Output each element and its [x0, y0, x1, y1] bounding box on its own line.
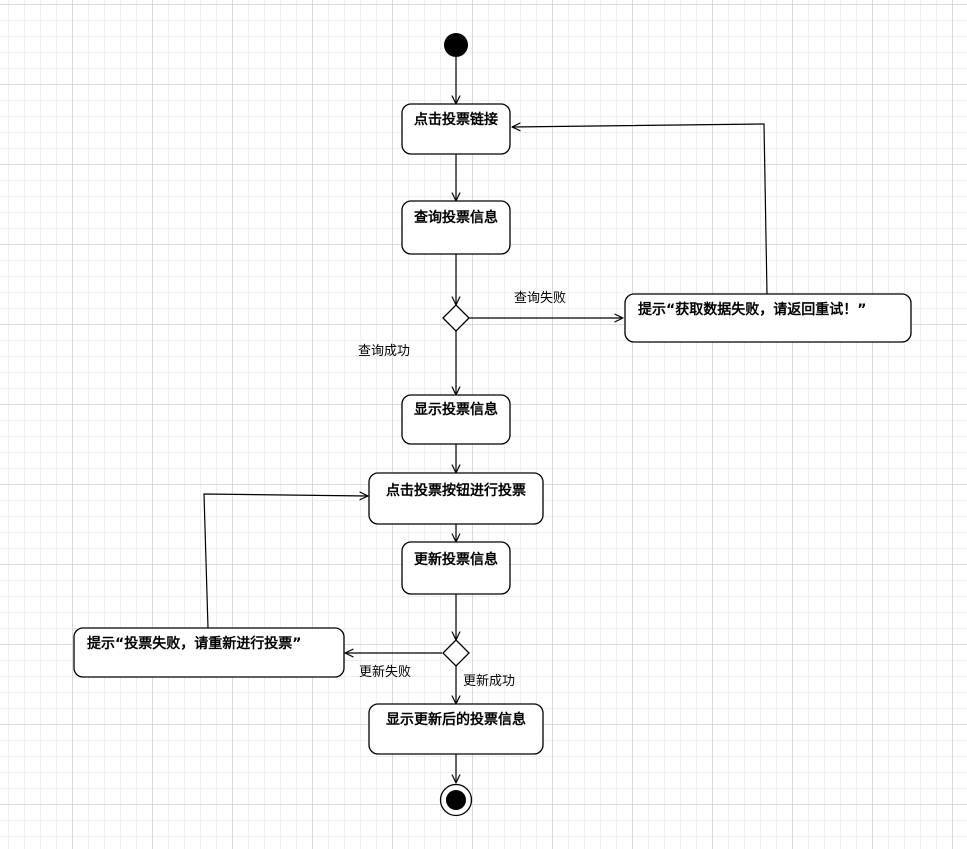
node-show-info: 显示投票信息 [401, 394, 511, 445]
decision-update [442, 639, 470, 667]
decision-query [442, 304, 470, 332]
node-update-info: 更新投票信息 [401, 541, 511, 595]
node-query-info-label: 查询投票信息 [414, 209, 498, 226]
edge-label-update-fail: 更新失败 [359, 664, 411, 680]
node-fail-vote: 提示“投票失败，请重新进行投票” [73, 627, 345, 678]
node-query-info: 查询投票信息 [401, 200, 511, 255]
node-fail-vote-label: 提示“投票失败，请重新进行投票” [87, 635, 301, 652]
node-show-updated-label: 显示更新后的投票信息 [386, 711, 526, 728]
node-click-vote: 点击投票按钮进行投票 [368, 472, 544, 525]
edge-fail-vote-back [203, 494, 368, 629]
node-show-info-label: 显示投票信息 [414, 401, 498, 418]
start-node [444, 33, 468, 57]
edge-label-update-success: 更新成功 [463, 673, 515, 689]
edge-label-query-success: 查询成功 [358, 344, 410, 359]
node-fail-fetch-label: 提示“获取数据失败，请返回重试！” [638, 301, 866, 318]
node-fail-fetch: 提示“获取数据失败，请返回重试！” [624, 293, 912, 343]
end-node-core [446, 790, 466, 810]
node-show-updated: 显示更新后的投票信息 [368, 703, 544, 755]
node-update-info-label: 更新投票信息 [414, 551, 498, 568]
node-click-link: 点击投票链接 [401, 103, 511, 155]
edge-fail-fetch-back [512, 124, 768, 295]
edge-label-query-fail: 查询失败 [514, 291, 566, 306]
node-click-link-label: 点击投票链接 [414, 111, 498, 128]
node-click-vote-label: 点击投票按钮进行投票 [386, 482, 526, 499]
